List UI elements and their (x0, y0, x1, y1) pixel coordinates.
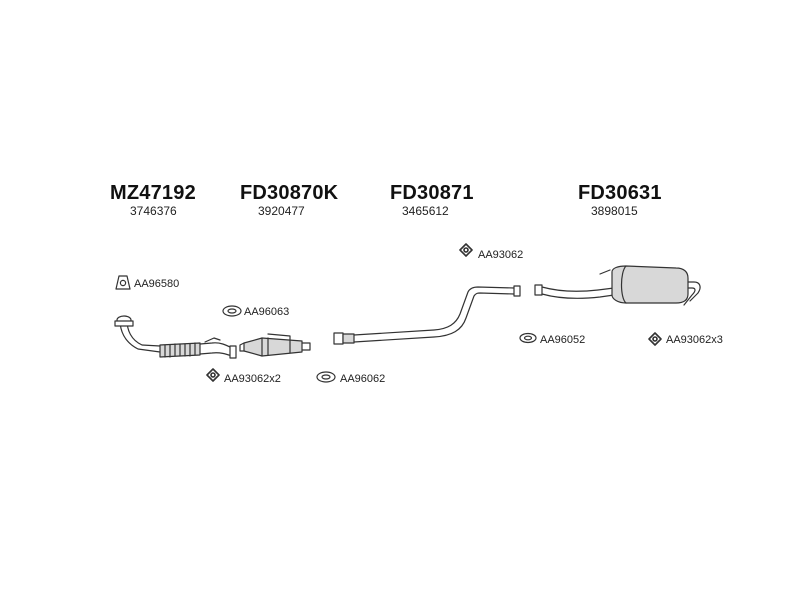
accessory-label-aa96063[interactable]: AA96063 (244, 306, 290, 318)
rubber-hanger-icon (115, 275, 131, 290)
part-ref-fd30871: 3465612 (402, 204, 449, 218)
gasket-icon (519, 332, 537, 344)
clamp-icon (459, 243, 473, 257)
accessory-label-aa96062[interactable]: AA96062 (340, 373, 386, 385)
intermediate-pipe (333, 285, 521, 345)
part-code-fd30871[interactable]: FD30871 (390, 182, 474, 204)
accessory-label-aa93062[interactable]: AA93062 (478, 249, 524, 261)
accessory-label-aa96580[interactable]: AA96580 (134, 278, 180, 290)
part-ref-fd30631: 3898015 (591, 204, 638, 218)
part-ref-mz47192: 3746376 (130, 204, 177, 218)
front-pipe (114, 315, 237, 359)
rear-silencer (534, 265, 701, 306)
part-ref-fd30870k: 3920477 (258, 204, 305, 218)
accessory-label-aa93062x3[interactable]: AA93062x3 (666, 334, 723, 346)
gasket-icon (316, 371, 336, 383)
part-code-fd30870k[interactable]: FD30870K (240, 182, 339, 204)
clamp-icon (206, 368, 220, 382)
part-code-fd30631[interactable]: FD30631 (578, 182, 662, 204)
part-code-mz47192[interactable]: MZ47192 (110, 182, 196, 204)
gasket-icon (222, 305, 242, 317)
catalytic-converter (239, 333, 311, 357)
accessory-label-aa96052[interactable]: AA96052 (540, 334, 586, 346)
clamp-icon (648, 332, 662, 346)
accessory-label-aa93062x2[interactable]: AA93062x2 (224, 373, 281, 385)
